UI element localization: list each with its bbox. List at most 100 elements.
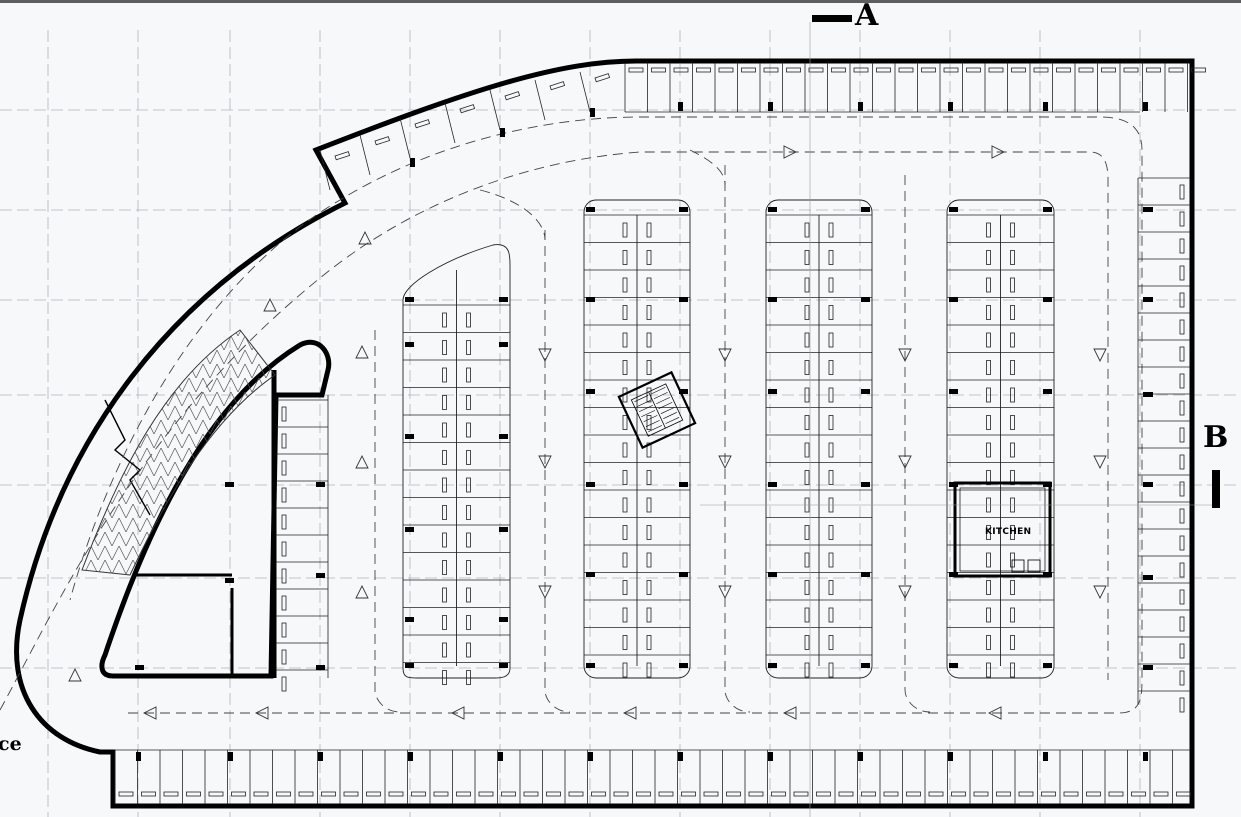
wheel-stop <box>1179 670 1185 686</box>
traffic-arrow <box>718 348 732 363</box>
column <box>948 102 953 111</box>
traffic-arrow <box>783 145 798 159</box>
wheel-stop <box>853 67 869 73</box>
wheel-stop <box>1011 67 1026 73</box>
traffic-arrow <box>782 706 797 720</box>
wheel-stop <box>622 305 628 320</box>
wheel-stop <box>828 387 834 403</box>
wheel-stop <box>861 791 876 797</box>
column <box>136 752 141 761</box>
wheel-stop <box>466 477 471 493</box>
wheel-stop <box>281 568 287 584</box>
wheel-stop <box>466 395 471 410</box>
column <box>679 389 688 394</box>
traffic-arrow <box>622 706 637 720</box>
wheel-stop <box>1010 662 1015 678</box>
traffic-arrow <box>1093 455 1107 470</box>
column <box>1143 207 1153 212</box>
stair-tread <box>660 407 675 414</box>
wheel-stop <box>591 791 606 797</box>
wheel-stop <box>442 532 447 548</box>
wheel-stop <box>986 222 991 238</box>
traffic-arrows <box>68 145 1107 720</box>
traffic-arrow <box>1093 585 1107 600</box>
column <box>408 752 413 761</box>
outer-wall <box>14 58 1195 809</box>
column <box>861 572 870 577</box>
wheel-stop <box>804 360 810 375</box>
wheel-stop <box>1010 442 1015 458</box>
wheel-stop <box>966 67 981 73</box>
wheel-stop <box>1146 67 1161 73</box>
column <box>499 617 508 622</box>
stall-divider <box>579 71 591 113</box>
wheel-stop <box>1010 332 1015 348</box>
column <box>316 573 325 578</box>
wheel-stop <box>1179 292 1185 308</box>
wheel-stop <box>673 67 689 73</box>
wheel-stop <box>771 791 786 797</box>
wheel-stop <box>208 791 224 797</box>
wheel-stop <box>646 387 652 403</box>
wheel-stop <box>828 442 834 458</box>
wheel-stop <box>986 250 991 265</box>
wheel-stop <box>523 791 539 797</box>
column <box>679 297 688 302</box>
wheel-stop <box>1010 607 1015 623</box>
wheel-stop <box>1168 67 1184 73</box>
wheel-stop <box>828 662 834 678</box>
wheel-stop <box>1101 67 1116 73</box>
column <box>225 482 234 487</box>
column <box>858 752 863 761</box>
wheel-stop <box>1179 184 1185 200</box>
wheel-stop <box>646 497 652 513</box>
column <box>586 207 595 212</box>
column <box>679 207 688 212</box>
stair-tread <box>663 412 677 419</box>
column <box>405 342 414 347</box>
column <box>1143 752 1148 761</box>
stair-tread <box>658 402 673 409</box>
column <box>679 482 688 487</box>
wheel-stop <box>986 580 991 595</box>
wheel-stop <box>466 367 471 383</box>
wheel-stop <box>433 791 449 797</box>
column <box>768 102 773 111</box>
wheel-stop <box>986 305 991 320</box>
column <box>405 663 414 668</box>
stair-tread <box>643 415 658 422</box>
traffic-arrow <box>991 145 1006 159</box>
wheel-stop <box>366 791 381 797</box>
wheel-stop <box>281 676 287 692</box>
wheel-stop <box>281 433 287 449</box>
column <box>1043 297 1052 302</box>
stair-tread <box>648 425 663 432</box>
column <box>586 389 595 394</box>
stair-tread <box>651 387 666 395</box>
wheel-stop <box>828 552 834 568</box>
wheel-stop <box>622 332 628 348</box>
wheel-stop <box>646 415 652 430</box>
stair-tread <box>656 397 670 404</box>
column <box>679 663 688 668</box>
wheel-stop <box>646 442 652 458</box>
wheel-stop <box>1179 508 1185 524</box>
wheel-stop <box>828 360 834 375</box>
column <box>588 752 593 761</box>
wheel-stop <box>681 791 696 797</box>
wheel-stop <box>613 791 629 797</box>
wheel-stop <box>741 67 756 73</box>
column <box>586 663 595 668</box>
stall-divider <box>444 102 456 144</box>
wheel-stop <box>804 222 810 238</box>
wheel-stop <box>1010 525 1015 540</box>
traffic-arrow <box>718 585 732 600</box>
column <box>1043 207 1052 212</box>
wheel-stop <box>748 791 764 797</box>
column <box>1143 102 1148 111</box>
traffic-arrow <box>987 706 1002 720</box>
wheel-stop <box>1018 791 1034 797</box>
wheel-stop <box>411 791 426 797</box>
wheel-stop <box>1179 346 1185 362</box>
column <box>861 482 870 487</box>
